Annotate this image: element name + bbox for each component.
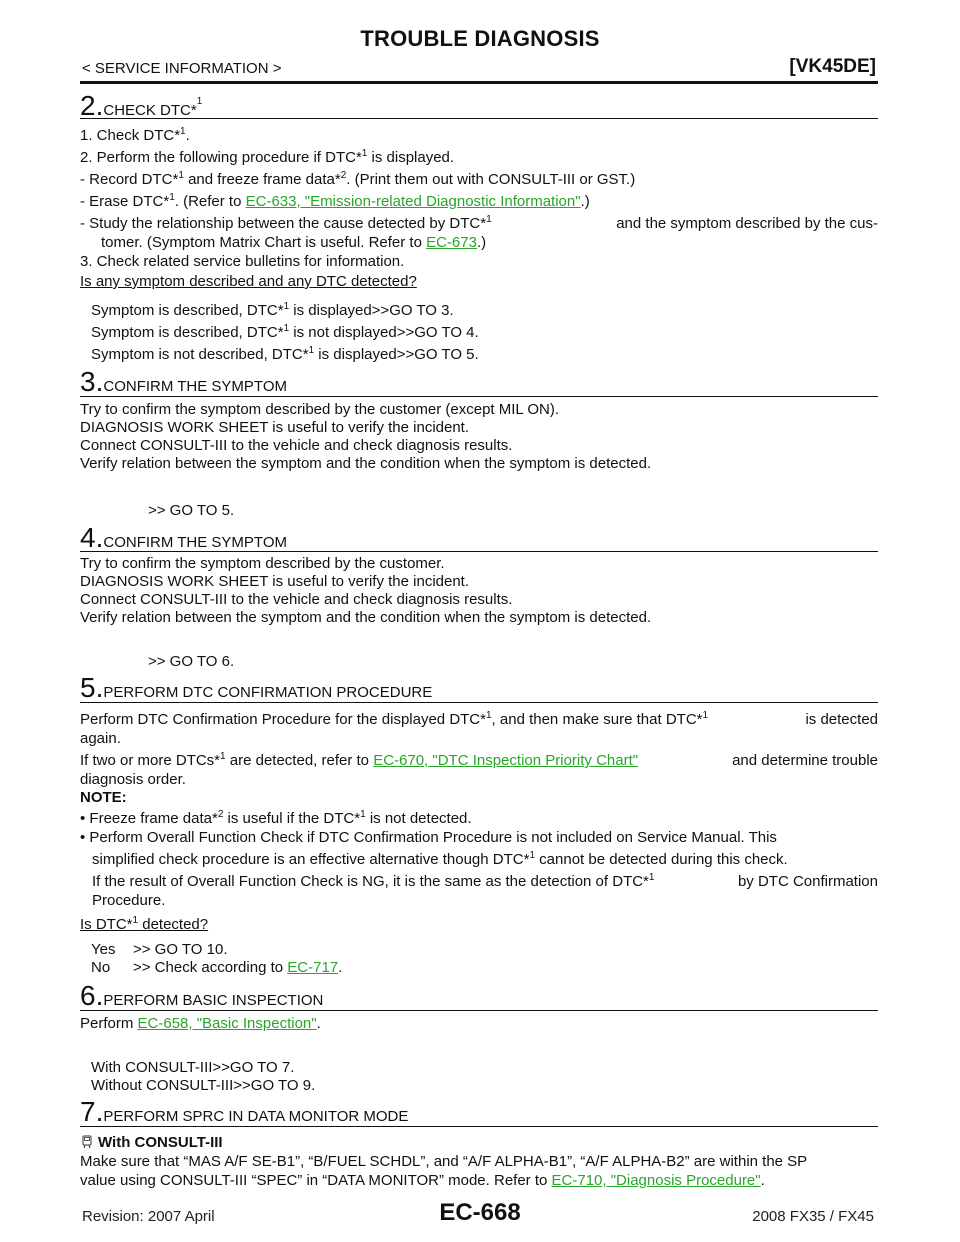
step-number: 2. [80, 90, 104, 121]
step-7-heading: 7.PERFORM SPRC IN DATA MONITOR MODE [80, 1098, 408, 1131]
step-2-line: - Erase DTC*1. (Refer to EC-633, "Emissi… [80, 192, 590, 210]
step-2-answer: Symptom is described, DTC*1 is not displ… [91, 323, 479, 341]
step-6-heading: 6.PERFORM BASIC INSPECTION [80, 982, 323, 1015]
step-7-line: Make sure that “MAS A/F SE-B1”, “B/FUEL … [80, 1153, 808, 1170]
step-6-answer: Without CONSULT-III>>GO TO 9. [91, 1077, 316, 1094]
step-3-line: Connect CONSULT-III to the vehicle and c… [80, 437, 513, 454]
step-2-line: 3. Check related service bulletins for i… [80, 253, 405, 270]
step-3-goto: >> GO TO 5. [148, 502, 235, 519]
ref-link-ec-717[interactable]: EC-717 [287, 959, 339, 976]
step-rule [80, 396, 878, 397]
step-3-heading: 3.CONFIRM THE SYMPTOM [80, 368, 287, 401]
step-number: 6. [80, 980, 104, 1011]
ref-link-ec-673[interactable]: EC-673 [426, 234, 477, 251]
step-rule [80, 1010, 878, 1011]
step-3-line: Try to confirm the symptom described by … [80, 401, 560, 418]
note-item: • Freeze frame data*2 is useful if the D… [80, 809, 472, 827]
service-info-label: < SERVICE INFORMATION > [82, 60, 282, 77]
step-4-line: DIAGNOSIS WORK SHEET is useful to verify… [80, 573, 470, 590]
note-item: simplified check procedure is an effecti… [92, 850, 788, 868]
step-2-answer: Symptom is described, DTC*1 is displayed… [91, 301, 454, 319]
answer-no: No>> Check according to EC-717. [91, 959, 343, 976]
step-title: CHECK DTC* [103, 102, 197, 119]
ref-link-ec-670[interactable]: EC-670, "DTC Inspection Priority Chart" [373, 752, 639, 769]
step-5-heading: 5.PERFORM DTC CONFIRMATION PROCEDURE [80, 674, 432, 707]
ref-link-ec-633[interactable]: EC-633, "Emission-related Diagnostic Inf… [245, 193, 581, 210]
step-title: PERFORM DTC CONFIRMATION PROCEDURE [103, 684, 433, 701]
step-number: 3. [80, 366, 104, 397]
step-4-goto: >> GO TO 6. [148, 653, 235, 670]
ref-link-ec-710[interactable]: EC-710, "Diagnosis Procedure" [551, 1172, 761, 1189]
step-2-answer: Symptom is not described, DTC*1 is displ… [91, 345, 479, 363]
revision-label: Revision: 2007 April [82, 1208, 215, 1225]
step-5-line: If two or more DTCs*1 are detected, refe… [80, 751, 878, 769]
step-3-line: DIAGNOSIS WORK SHEET is useful to verify… [80, 419, 470, 436]
step-5-line: diagnosis order. [80, 771, 186, 788]
engine-model-label: [VK45DE] [789, 56, 876, 77]
step-title: PERFORM SPRC IN DATA MONITOR MODE [103, 1108, 409, 1125]
step-6-answer: With CONSULT-III>>GO TO 7. [91, 1059, 295, 1076]
consult-tool-icon [80, 1135, 94, 1149]
step-4-line: Connect CONSULT-III to the vehicle and c… [80, 591, 513, 608]
step-rule [80, 118, 878, 119]
step-2-line: 2. Perform the following procedure if DT… [80, 148, 455, 166]
step-rule [80, 702, 878, 703]
step-5-question: Is DTC*1 detected? [80, 915, 209, 933]
with-consult-label: With CONSULT-III [80, 1134, 223, 1152]
note-item: • Perform Overall Function Check if DTC … [80, 829, 777, 846]
step-6-line: Perform EC-658, "Basic Inspection". [80, 1015, 321, 1032]
header-rule [80, 81, 878, 84]
step-2-line: 1. Check DTC*1. [80, 126, 190, 144]
step-rule [80, 1126, 878, 1127]
step-5-line: again. [80, 730, 121, 747]
step-5-line: Perform DTC Confirmation Procedure for t… [80, 710, 878, 728]
step-3-line: Verify relation between the symptom and … [80, 455, 652, 472]
step-title: CONFIRM THE SYMPTOM [103, 534, 287, 551]
page-number: EC-668 [439, 1199, 521, 1226]
step-rule [80, 551, 878, 552]
step-number: 5. [80, 672, 104, 703]
ref-link-ec-658[interactable]: EC-658, "Basic Inspection" [137, 1015, 317, 1032]
step-4-line: Try to confirm the symptom described by … [80, 555, 445, 572]
step-4-heading: 4.CONFIRM THE SYMPTOM [80, 524, 287, 557]
note-item: Procedure. [92, 892, 166, 909]
step-number: 7. [80, 1096, 104, 1127]
answer-yes: Yes>> GO TO 10. [91, 941, 228, 958]
note-item: If the result of Overall Function Check … [92, 872, 878, 890]
step-2-question: Is any symptom described and any DTC det… [80, 273, 417, 290]
step-number: 4. [80, 522, 104, 553]
note-label: NOTE: [80, 789, 127, 806]
page-title: TROUBLE DIAGNOSIS [360, 26, 600, 51]
step-4-line: Verify relation between the symptom and … [80, 609, 652, 626]
step-7-line: value using CONSULT-III “SPEC” in “DATA … [80, 1172, 765, 1189]
step-title: CONFIRM THE SYMPTOM [103, 378, 287, 395]
vehicle-model-label: 2008 FX35 / FX45 [752, 1208, 874, 1225]
step-2-line: - Record DTC*1 and freeze frame data*2. … [80, 170, 636, 188]
step-2-line: - Study the relationship between the cau… [80, 214, 878, 232]
step-2-line: tomer. (Symptom Matrix Chart is useful. … [101, 234, 487, 251]
step-2-heading: 2.CHECK DTC*1 [80, 90, 203, 121]
step-title: PERFORM BASIC INSPECTION [103, 992, 324, 1009]
